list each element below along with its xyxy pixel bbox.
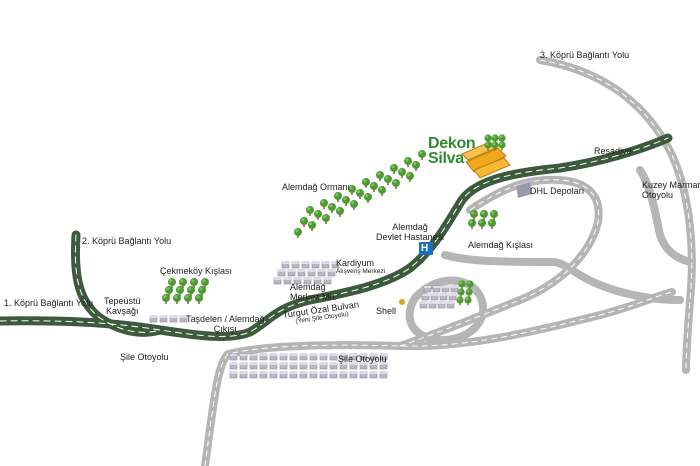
label-alemdag-kislasi: Alemdağ Kışlası [468, 240, 534, 250]
tree-icon [468, 210, 498, 229]
label-sile-otoyolu-left: Şile Otoyolu [120, 352, 169, 362]
secondary-roads [201, 56, 696, 466]
label-kopru-3: 3. Köprü Bağlantı Yolu [540, 50, 630, 60]
tree-icon [484, 134, 506, 151]
road-shell-loop [405, 276, 488, 345]
hospital-icon [419, 242, 433, 255]
brand-logo: Dekon Silva [428, 135, 476, 167]
building-icon [149, 315, 188, 323]
label-cekmekoy-kislasi: Çekmeköy Kışlası [160, 266, 233, 276]
label-dhl: DHL Depoları [530, 186, 585, 196]
label-alemdag-ormani: Alemdağ Ormanı [282, 182, 351, 192]
label-alemdag-merkez: Alemdağ Merkez Mh. [290, 282, 338, 303]
road-kuzey-marmara [636, 166, 694, 266]
hospital-symbol: H [421, 243, 429, 254]
brand-line2: Silva [428, 150, 464, 167]
label-shell: Shell [376, 306, 397, 316]
main-roads [0, 133, 673, 341]
label-sile-otoyolu-mid: Şile Otoyolu [338, 354, 387, 364]
label-tasdelen: Taşdelen / Alemdağ Çıkışı [186, 314, 265, 335]
tree-clusters [162, 134, 506, 306]
tree-icon [456, 280, 474, 306]
road-link-north [441, 251, 684, 304]
tree-icon [294, 150, 426, 238]
tree-icon [162, 278, 209, 304]
label-resadiye: Reşadiye [594, 146, 632, 156]
building-icon [419, 285, 459, 309]
road-2-kopru [70, 230, 165, 337]
building-icon [273, 261, 340, 285]
label-tepeustu: Tepeüstü Kavşağı [104, 296, 141, 317]
label-kopru-1: 1. Köprü Bağlantı Yolu [4, 298, 94, 308]
building-icon [229, 353, 388, 379]
label-kuzey-marmara: Kuzey Marmara Otoyolu [642, 180, 700, 201]
brand-line1: Dekon [428, 135, 476, 152]
label-devlet-hastanesi: Alemdağ Devlet Hastanesi [376, 222, 445, 243]
dekon-silva-site-icon [461, 141, 511, 179]
shell-icon [399, 299, 405, 305]
dhl-building-icon [516, 180, 534, 198]
building-clusters [149, 261, 459, 379]
label-kopru-2: 2. Köprü Bağlantı Yolu [82, 236, 172, 246]
label-kardiyum: Kardiyum Alışveriş Merkezi [336, 258, 386, 276]
